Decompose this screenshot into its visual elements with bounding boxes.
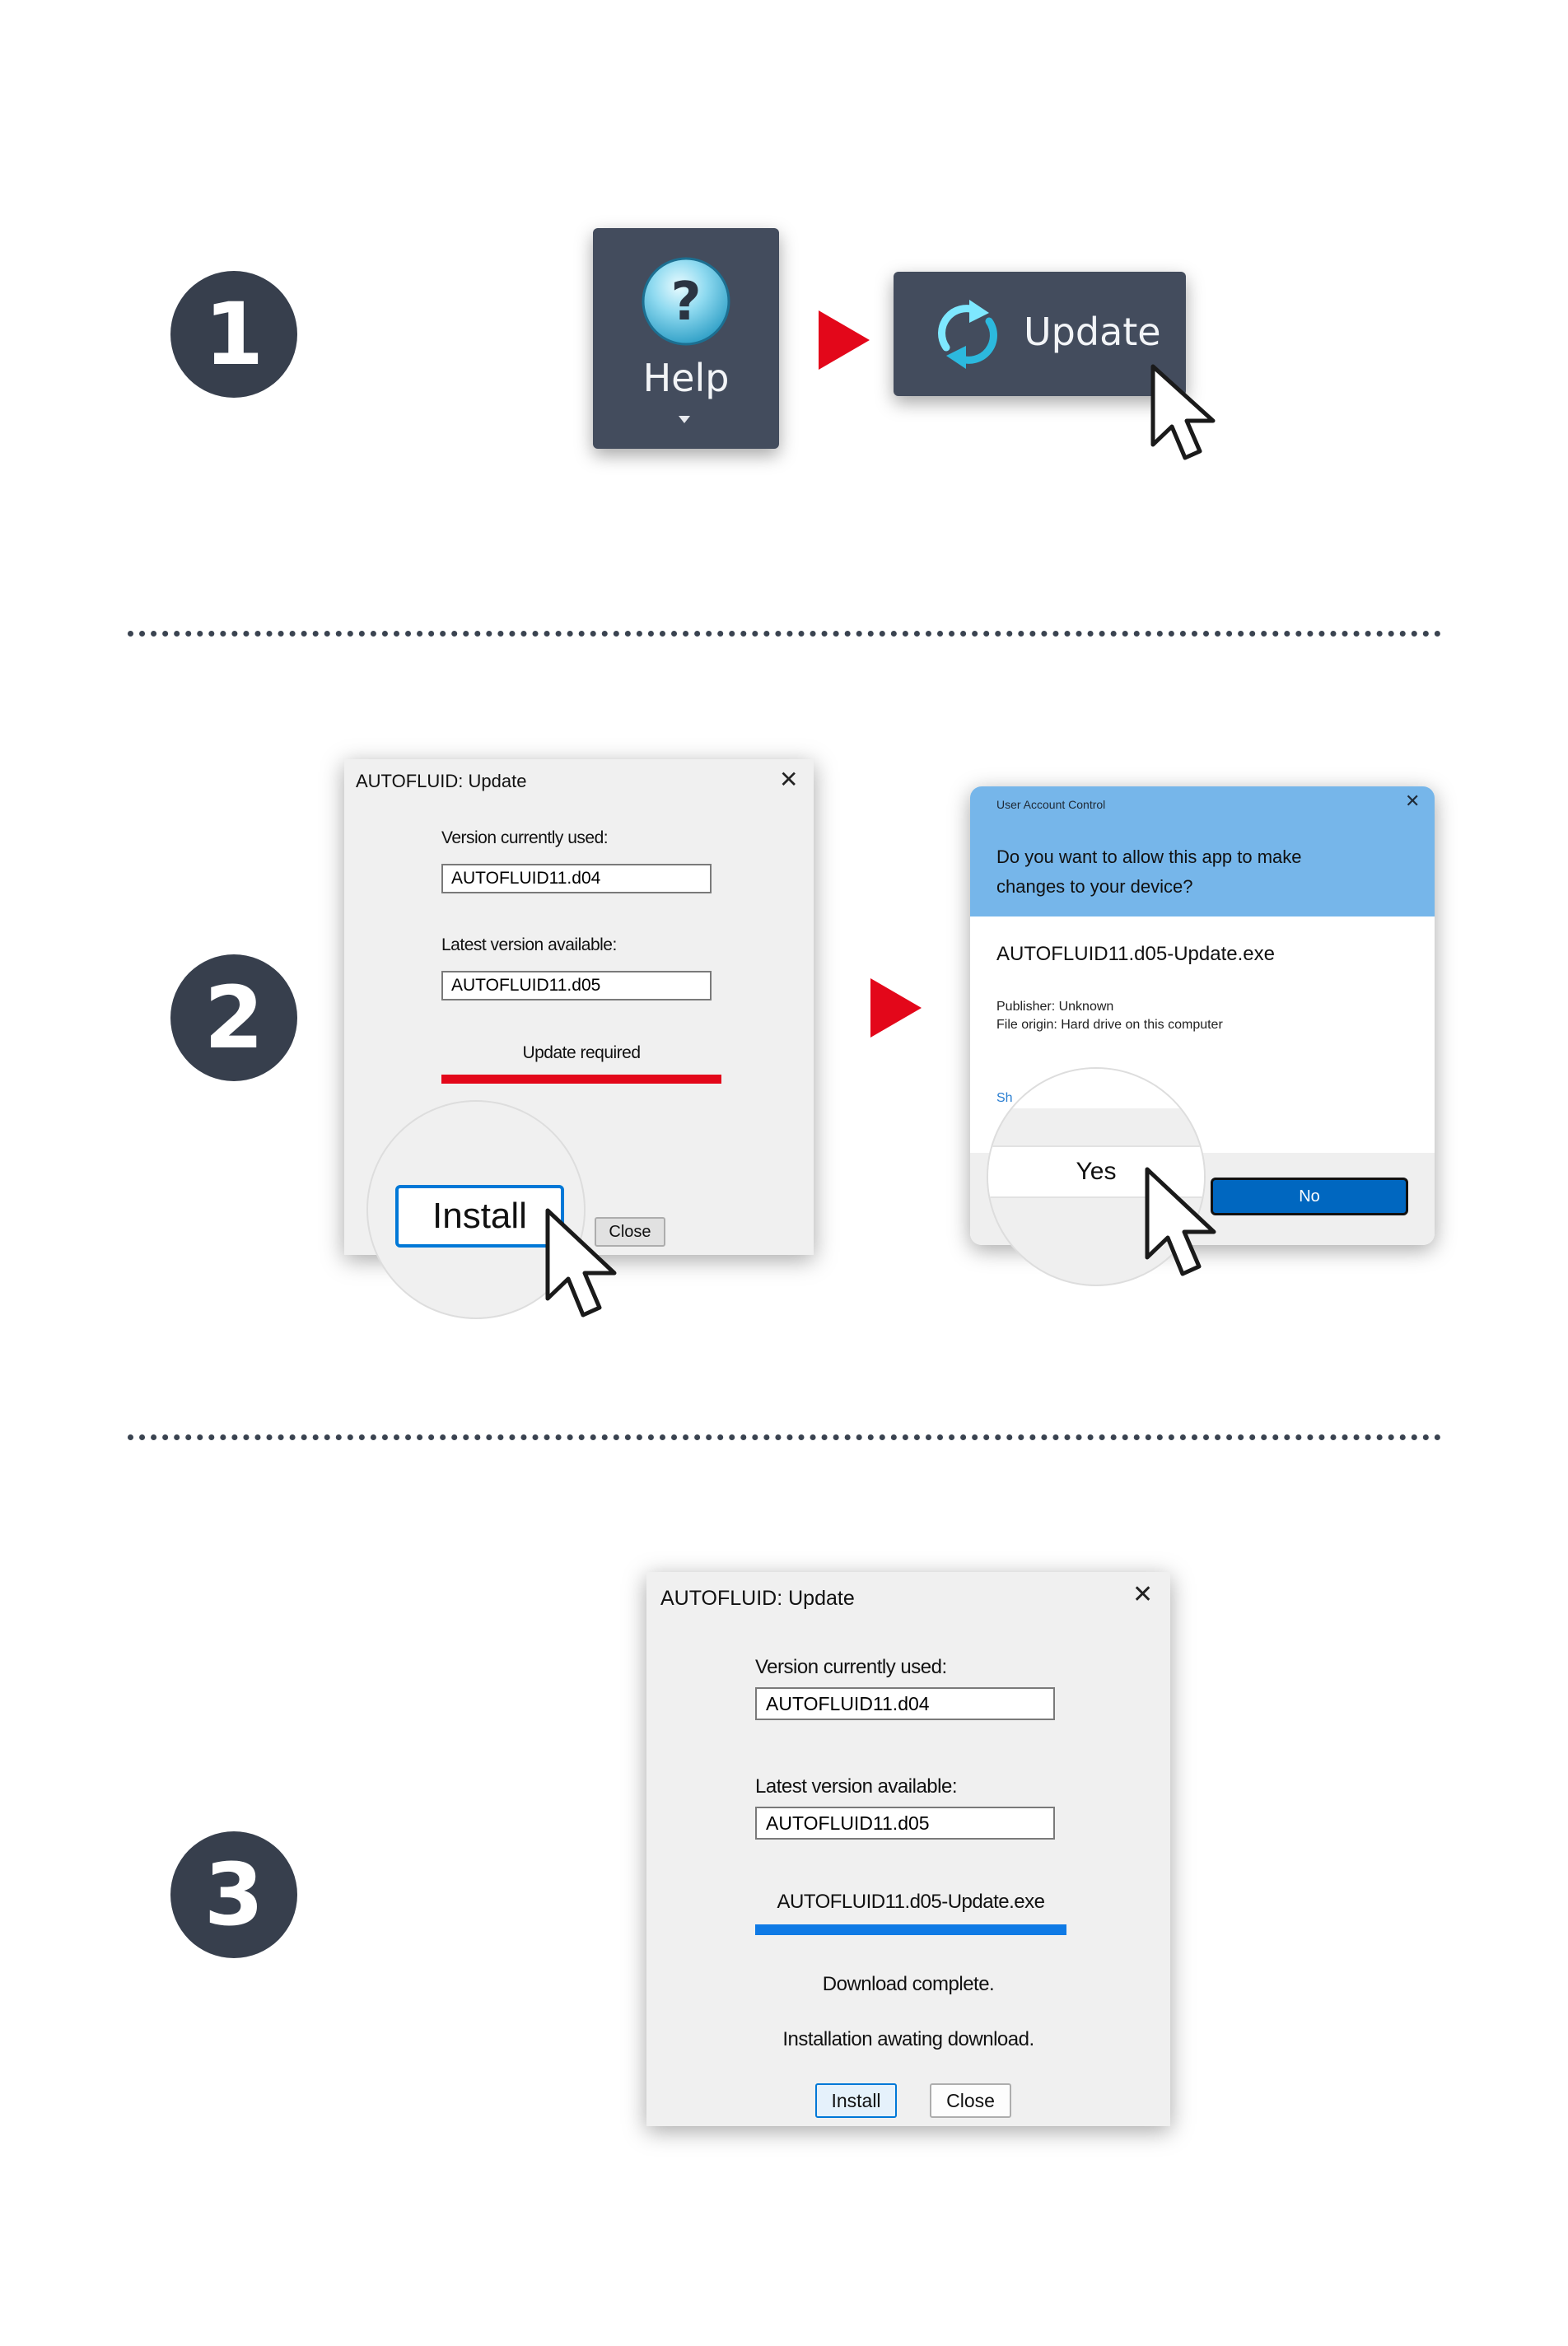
mouse-pointer-icon [545, 1208, 617, 1318]
mouse-pointer-icon [1145, 1167, 1216, 1276]
help-label: Help [642, 356, 730, 400]
latest-version-field[interactable]: AUTOFLUID11.d05 [441, 971, 712, 1000]
download-status-text: Download complete. [822, 1973, 995, 1995]
chevron-down-icon [679, 416, 690, 423]
section-divider [128, 1434, 1441, 1440]
latest-version-field[interactable]: AUTOFLUID11.d05 [755, 1807, 1055, 1840]
update-status-text: Update required [522, 1043, 641, 1062]
latest-version-label: Latest version available: [441, 935, 617, 954]
downloaded-file-name: AUTOFLUID11.d05-Update.exe [777, 1891, 1045, 1913]
current-version-field[interactable]: AUTOFLUID11.d04 [441, 864, 712, 893]
uac-header: User Account Control ✕ Do you want to al… [970, 786, 1435, 916]
mouse-pointer-icon [1150, 364, 1216, 460]
dialog-title: AUTOFLUID: Update [660, 1587, 855, 1610]
install-button[interactable]: Install [395, 1185, 564, 1248]
update-dialog-downloaded: AUTOFLUID: Update ✕ Version currently us… [646, 1572, 1170, 2126]
close-button[interactable]: Close [930, 2083, 1011, 2118]
no-button[interactable]: No [1211, 1178, 1408, 1215]
step-number-1: 1 [170, 271, 297, 398]
current-version-field[interactable]: AUTOFLUID11.d04 [755, 1687, 1055, 1720]
close-icon[interactable]: ✕ [779, 766, 799, 793]
installation-status-text: Installation awating download. [782, 2028, 1034, 2050]
uac-question: Do you want to allow this app to make ch… [996, 847, 1302, 897]
close-button[interactable]: Close [595, 1217, 665, 1247]
update-label: Update [1024, 310, 1161, 354]
install-button[interactable]: Install [815, 2083, 897, 2118]
refresh-arrows-icon [938, 300, 997, 369]
download-progress-fill [755, 1924, 1066, 1935]
step-number-2: 2 [170, 954, 297, 1081]
status-bar [441, 1075, 721, 1084]
close-icon[interactable]: ✕ [1405, 791, 1421, 812]
question-mark-icon: ? [642, 257, 730, 346]
play-arrow-icon [870, 978, 922, 1038]
play-arrow-icon [819, 310, 870, 370]
uac-publisher: Publisher: Unknown [996, 1000, 1114, 1014]
dialog-title: AUTOFLUID: Update [356, 771, 527, 791]
current-version-label: Version currently used: [755, 1656, 947, 1678]
help-menu-button[interactable]: ? Help [593, 228, 779, 449]
svg-text:?: ? [670, 272, 701, 333]
current-version-label: Version currently used: [441, 828, 609, 847]
uac-app-name: AUTOFLUID11.d05-Update.exe [996, 943, 1275, 965]
uac-title: User Account Control [996, 798, 1106, 811]
uac-file-origin: File origin: Hard drive on this computer [996, 1018, 1223, 1032]
download-progress-bar [755, 1924, 1066, 1935]
latest-version-label: Latest version available: [755, 1775, 957, 1798]
close-icon[interactable]: ✕ [1132, 1580, 1154, 1609]
step-number-3: 3 [170, 1831, 297, 1958]
section-divider [128, 631, 1441, 637]
magnifier-lens: Yes [987, 1067, 1206, 1286]
update-menu-item[interactable]: Update [894, 272, 1186, 396]
